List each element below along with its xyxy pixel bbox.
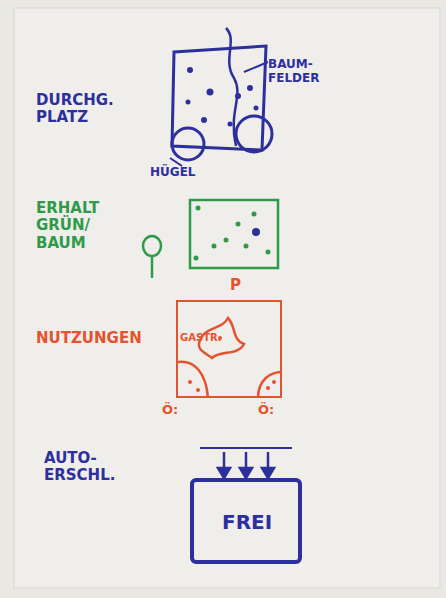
leader-line: [244, 62, 268, 72]
green-dots: [194, 206, 271, 261]
tree-trunk: [151, 256, 154, 278]
section-title: DURCHG. PLATZ: [36, 92, 146, 127]
square-outline: [172, 46, 266, 150]
access-arrows: [200, 448, 292, 478]
green-outline: [190, 200, 278, 268]
tree-symbol: [143, 236, 161, 256]
section-title: NUTZUNGEN: [36, 330, 166, 347]
tree-dots: [186, 67, 259, 127]
corner-area: [178, 362, 208, 398]
uses-dots: [188, 336, 276, 392]
annotation: HÜGEL: [150, 166, 230, 180]
node-text: FREI: [222, 510, 272, 534]
node-text: Ö:: [258, 402, 274, 417]
hill-circle: [236, 116, 272, 152]
node-text: GASTR.: [180, 332, 222, 343]
uses-sketch: [178, 318, 282, 398]
whiteboard-surface: [14, 8, 440, 588]
leader-line: [170, 158, 182, 166]
uses-box: PGASTR.Ö:Ö:: [176, 300, 282, 398]
corner-area: [258, 372, 282, 398]
section-title: AUTO- ERSCHL.: [44, 450, 134, 485]
marker-dot: [252, 228, 260, 236]
node-text: Ö:: [162, 402, 178, 417]
hill-circle: [172, 128, 204, 160]
annotation: BAUM-FELDER: [268, 58, 330, 86]
square-sketch: [170, 28, 272, 166]
car-free-box: FREI: [190, 478, 302, 564]
node-text: P: [230, 276, 241, 294]
green-sketch: [143, 200, 278, 278]
section-title: ERHALT GRÜN/ BAUM: [36, 200, 128, 252]
